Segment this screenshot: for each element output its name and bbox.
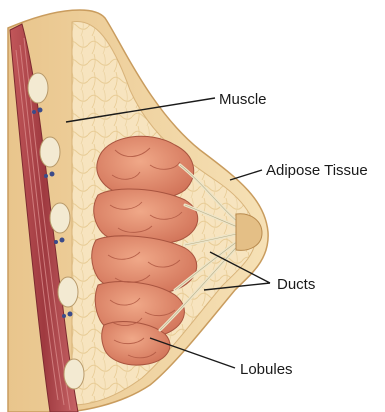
- label-lobules: Lobules: [240, 361, 293, 378]
- adipose-leader-line: [230, 170, 262, 180]
- label-muscle: Muscle: [219, 91, 267, 108]
- label-ducts: Ducts: [277, 276, 315, 293]
- label-adipose-tissue: Adipose Tissue: [266, 162, 368, 179]
